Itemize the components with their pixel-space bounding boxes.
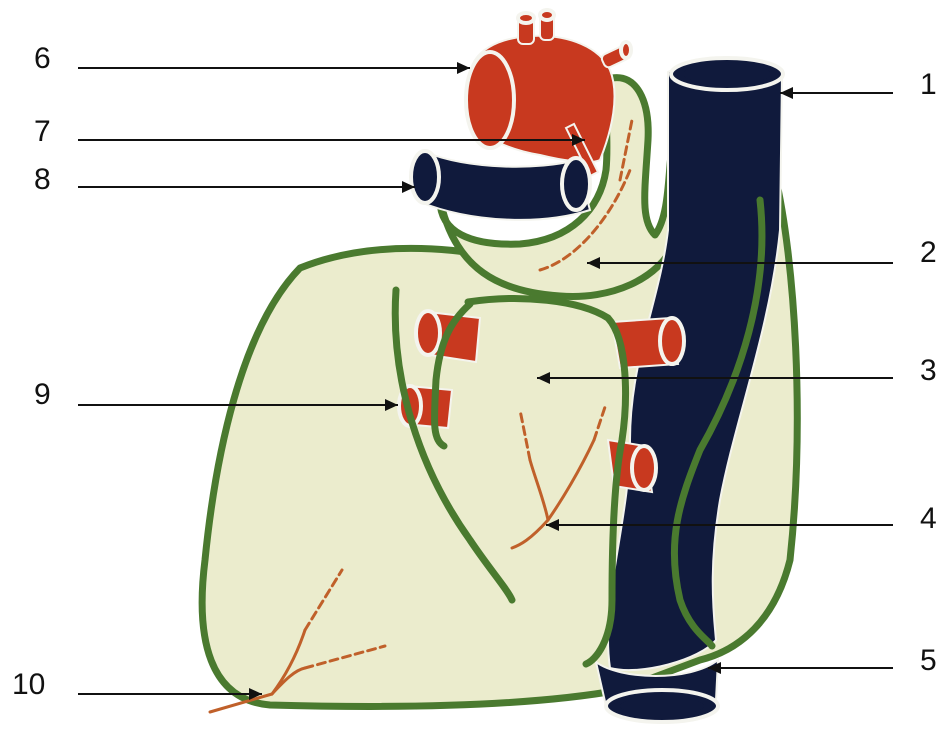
label-6: 6 xyxy=(34,44,51,74)
label-1: 1 xyxy=(920,70,937,100)
label-4: 4 xyxy=(920,504,937,534)
arrowhead-6 xyxy=(457,62,470,74)
label-10: 10 xyxy=(12,670,45,700)
label-8: 8 xyxy=(34,165,51,195)
label-7: 7 xyxy=(34,117,51,147)
label-5: 5 xyxy=(920,646,937,676)
label-3: 3 xyxy=(920,356,937,386)
label-9: 9 xyxy=(34,380,51,410)
label-2: 2 xyxy=(920,238,937,268)
